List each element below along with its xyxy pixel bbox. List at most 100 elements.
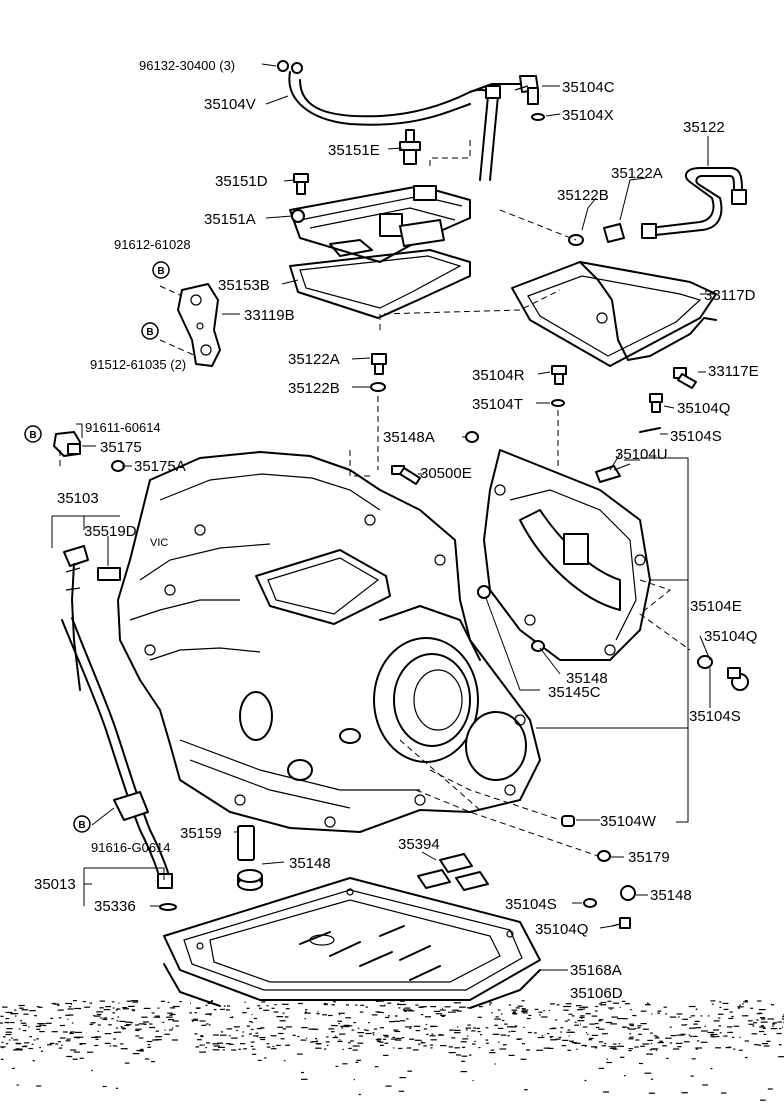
bolt-35104q-bottom — [611, 917, 631, 929]
o-ring-35336 — [159, 903, 177, 911]
noise-speck — [35, 1025, 41, 1027]
noise-speck — [131, 1009, 135, 1011]
noise-speck — [420, 1042, 426, 1044]
noise-speck — [39, 1024, 42, 1026]
noise-speck — [8, 1039, 11, 1041]
noise-speck — [651, 1048, 659, 1050]
plug-35179 — [597, 850, 611, 862]
noise-speck — [402, 1008, 406, 1010]
noise-speck — [612, 1048, 618, 1050]
noise-speck — [315, 1037, 317, 1040]
noise-speck — [695, 1048, 698, 1050]
noise-speck — [5, 1033, 12, 1036]
noise-speck — [16, 1049, 23, 1051]
noise-speck — [392, 1036, 396, 1038]
noise-speck — [526, 1017, 531, 1020]
noise-speck — [273, 1011, 279, 1013]
noise-speck — [373, 1028, 378, 1030]
noise-speck — [135, 1035, 140, 1037]
noise-speck — [297, 1035, 300, 1038]
magnets-35394 — [417, 853, 489, 891]
noise-speck — [449, 1029, 454, 1031]
noise-speck — [489, 1052, 496, 1054]
noise-speck — [727, 1031, 733, 1033]
noise-speck — [67, 1018, 69, 1020]
noise-speck — [115, 1027, 118, 1029]
noise-speck — [577, 1009, 584, 1011]
noise-speck — [772, 1022, 777, 1024]
noise-speck — [762, 1043, 769, 1045]
noise-speck — [630, 1009, 632, 1011]
noise-speck — [681, 1024, 686, 1026]
noise-speck — [355, 1061, 359, 1063]
noise-speck — [206, 1042, 211, 1044]
noise-speck — [521, 1008, 526, 1010]
bolt-35122a-mid — [371, 353, 387, 375]
noise-speck — [628, 1048, 633, 1050]
noise-speck — [782, 1014, 784, 1016]
noise-speck — [29, 1036, 32, 1038]
noise-speck — [378, 1000, 384, 1002]
noise-speck — [610, 1008, 612, 1010]
noise-speck — [663, 1006, 667, 1008]
noise-speck — [710, 1033, 718, 1036]
noise-speck — [412, 1049, 419, 1051]
noise-speck — [469, 1054, 472, 1056]
noise-speck — [688, 1034, 691, 1036]
noise-speck — [524, 1089, 528, 1091]
noise-speck — [316, 1039, 318, 1041]
noise-speck — [89, 1023, 94, 1026]
noise-speck — [62, 1031, 68, 1033]
noise-speck — [398, 1047, 403, 1049]
noise-speck — [231, 1049, 237, 1051]
svg-text:B: B — [146, 327, 153, 338]
noise-speck — [511, 1026, 517, 1028]
noise-speck — [97, 1030, 99, 1032]
noise-speck — [423, 1045, 427, 1047]
noise-speck — [477, 1031, 481, 1033]
noise-speck — [604, 1042, 607, 1045]
noise-speck — [364, 1029, 367, 1031]
noise-speck — [23, 1045, 28, 1047]
noise-speck — [51, 1031, 58, 1033]
noise-speck — [111, 1018, 114, 1020]
noise-speck — [20, 1022, 27, 1024]
noise-speck — [379, 1005, 386, 1007]
noise-speck — [40, 1050, 43, 1052]
noise-speck — [448, 1046, 453, 1048]
noise-speck — [704, 1025, 706, 1027]
noise-speck — [548, 1009, 550, 1011]
noise-speck — [104, 1018, 108, 1021]
marker-b-1: B — [152, 261, 170, 279]
noise-speck — [168, 1029, 173, 1031]
noise-speck — [116, 1020, 119, 1022]
noise-speck — [333, 1001, 336, 1003]
noise-speck — [485, 1042, 489, 1044]
noise-speck — [605, 1021, 613, 1024]
noise-speck — [582, 1026, 588, 1028]
label-35145c: 35145C — [548, 684, 601, 701]
noise-speck — [305, 1009, 308, 1011]
noise-speck — [285, 1008, 290, 1010]
noise-speck — [218, 1046, 225, 1048]
noise-speck — [719, 1032, 722, 1034]
noise-speck — [220, 1034, 227, 1036]
noise-speck — [143, 1007, 151, 1009]
scan-noise — [0, 1000, 784, 1101]
noise-speck — [383, 1054, 389, 1056]
noise-speck — [205, 1047, 207, 1049]
noise-speck — [642, 1028, 649, 1030]
noise-speck — [758, 1009, 766, 1011]
noise-speck — [536, 1049, 543, 1051]
noise-speck — [742, 1015, 749, 1017]
noise-speck — [681, 1092, 688, 1094]
noise-speck — [32, 1060, 35, 1062]
noise-speck — [285, 1026, 292, 1028]
noise-speck — [6, 1028, 13, 1030]
noise-speck — [331, 1004, 335, 1006]
label-35148-a: 35148 — [566, 670, 608, 687]
noise-speck — [435, 1013, 440, 1015]
noise-speck — [365, 1032, 372, 1035]
noise-speck — [415, 1030, 420, 1032]
noise-speck — [397, 1003, 402, 1006]
